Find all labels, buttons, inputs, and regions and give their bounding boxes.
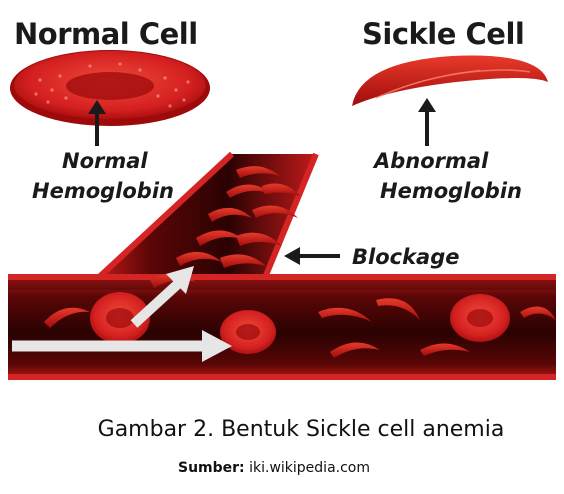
flow-arrow-icon bbox=[12, 330, 232, 362]
sickle-cell-illustration: Normal Cell Sickle Cell bbox=[8, 17, 556, 380]
figure-caption: Gambar 2. Bentuk Sickle cell anemia bbox=[97, 417, 505, 442]
blockage-arrow-icon bbox=[284, 247, 340, 265]
normal-cell-heading: Normal Cell bbox=[14, 17, 198, 51]
source-link[interactable]: iki.wikipedia.com bbox=[249, 460, 371, 476]
normal-arrow-icon bbox=[88, 100, 106, 146]
vessel-cells bbox=[44, 292, 556, 358]
source-credit: Sumber: iki.wikipedia.com bbox=[178, 460, 370, 476]
blockage-label: Blockage bbox=[352, 245, 460, 269]
source-label: Sumber: bbox=[178, 460, 245, 476]
abnormal-hemoglobin-label-line1: Abnormal bbox=[372, 149, 489, 173]
branch-flow-arrow-icon bbox=[130, 266, 194, 328]
normal-hemoglobin-label-line1: Normal bbox=[62, 149, 148, 173]
sickle-cell-heading: Sickle Cell bbox=[362, 17, 524, 51]
abnormal-hemoglobin-label-line2: Hemoglobin bbox=[380, 179, 522, 203]
normal-cell-image bbox=[10, 50, 210, 126]
normal-hemoglobin-label-line2: Hemoglobin bbox=[32, 179, 174, 203]
abnormal-arrow-icon bbox=[418, 98, 436, 146]
sickle-cell-image bbox=[352, 55, 548, 106]
